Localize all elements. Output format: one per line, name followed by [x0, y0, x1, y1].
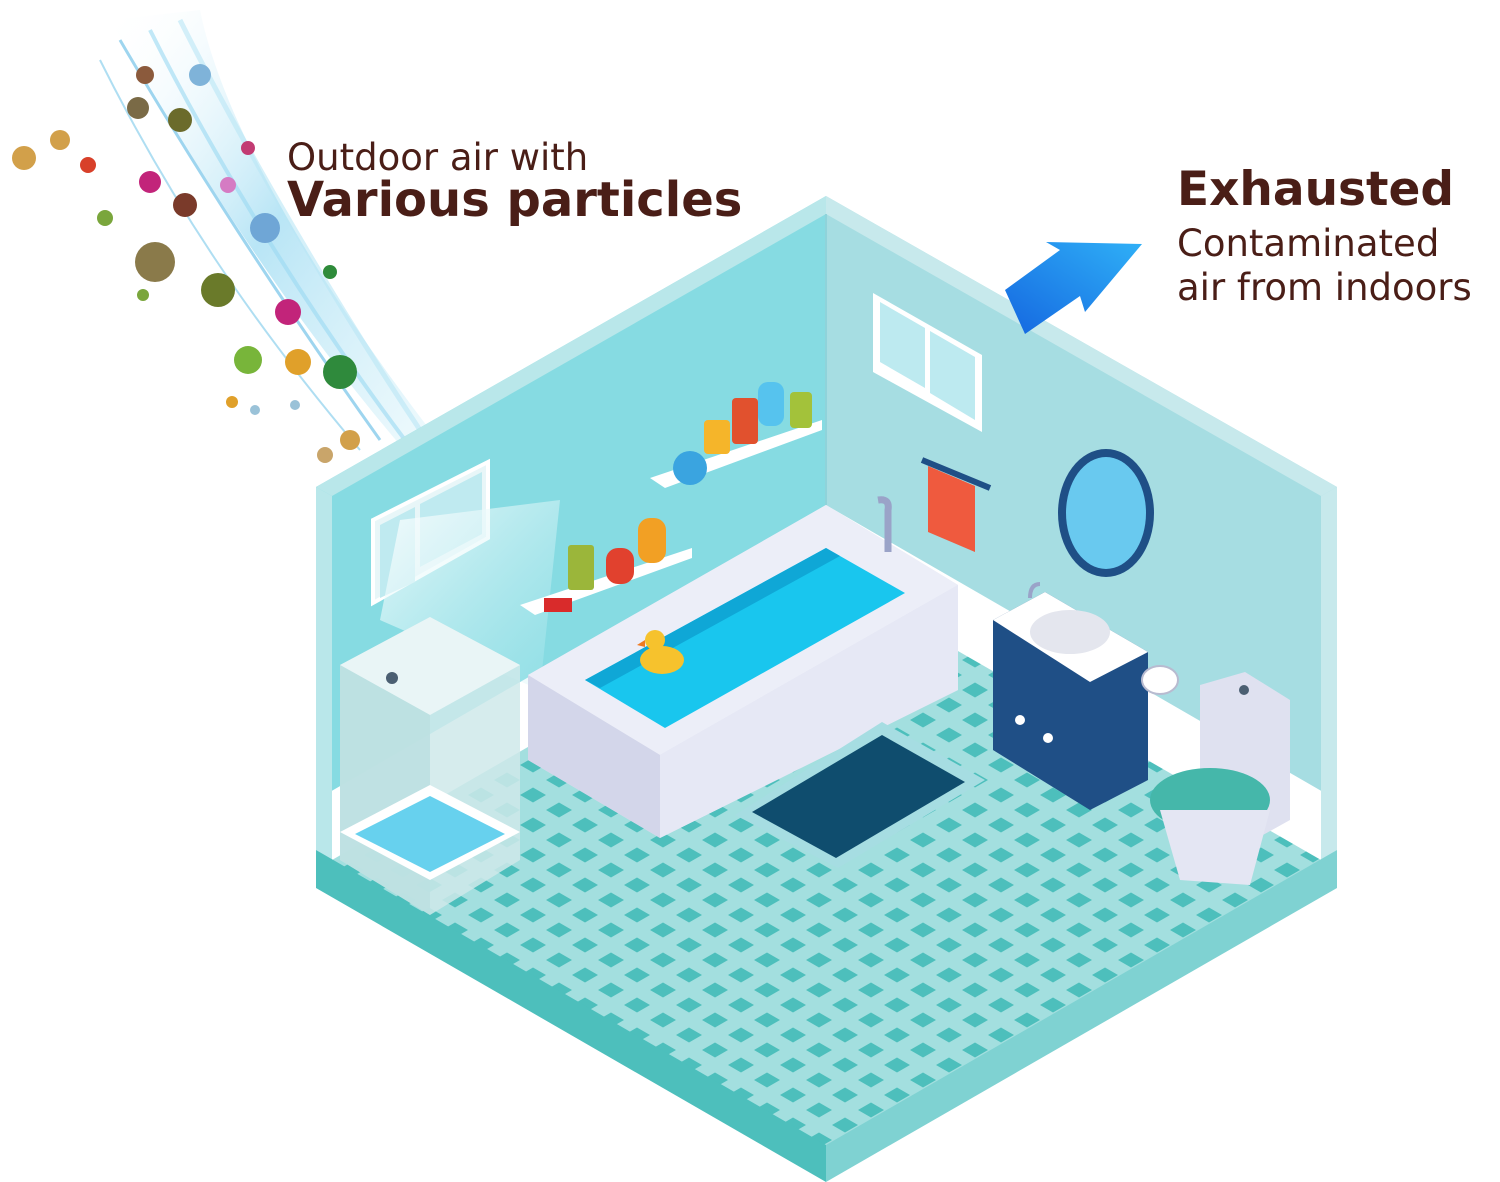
indoors-air-caption: air from indoors: [1177, 266, 1472, 309]
contaminated-caption: Contaminated: [1177, 222, 1440, 265]
various-particles-heading: Various particles: [287, 172, 743, 228]
particle-cluster-icon: [12, 64, 360, 463]
outdoor-air-caption: Outdoor air with: [287, 136, 589, 179]
exhaust-arrow-icon: [1005, 242, 1142, 334]
exhausted-heading: Exhausted: [1177, 162, 1455, 217]
